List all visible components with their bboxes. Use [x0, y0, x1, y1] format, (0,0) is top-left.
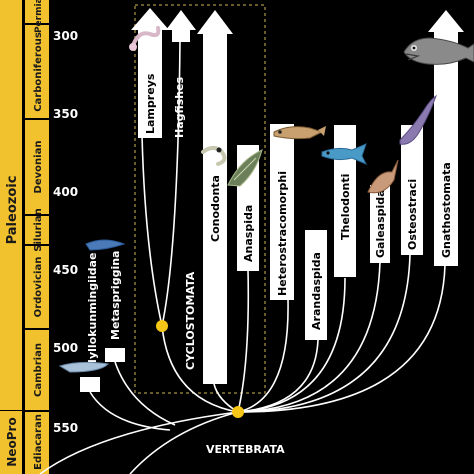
gnathostomata-arrowhead	[428, 10, 464, 32]
branch-heterostracomorphi	[237, 299, 289, 413]
label-osteostraci: Osteostraci	[406, 179, 419, 250]
arandaspida-bar	[305, 230, 327, 340]
period-carboniferous-band	[25, 25, 49, 118]
branch-osteostraci	[237, 254, 411, 413]
branch-lampreys	[141, 134, 163, 327]
galeaspida-bar	[370, 185, 390, 263]
taxon-boxes	[80, 8, 464, 392]
branch-galeaspida	[237, 261, 381, 413]
label-anaspida: Anaspida	[242, 205, 255, 262]
tree-branches	[39, 39, 446, 474]
label-vertebrata: VERTEBRATA	[206, 443, 285, 456]
osteostracan-illustration	[399, 94, 437, 145]
hagfishes-bar	[172, 28, 190, 42]
conodont-illustration	[201, 145, 227, 166]
period-ediacaran-label: Ediacaran	[33, 414, 44, 470]
metaspriggina-box	[105, 348, 125, 362]
lamprey-illustration	[129, 26, 161, 51]
era-paleozoic-band	[0, 0, 22, 410]
label-galeaspida: Galeaspida	[374, 189, 387, 258]
label-myllokunmingiidae: Myllokunmingiidae	[86, 253, 99, 370]
myllokunmingiid-illustration	[58, 361, 110, 373]
tick-500: 500	[53, 341, 78, 355]
era-neopro-label: NeoPro	[5, 417, 19, 466]
hagfishes-arrowhead	[166, 10, 196, 30]
branch-anaspida	[237, 269, 250, 413]
timescale: Paleozoic NeoPro Permian Carboniferous D…	[0, 0, 78, 474]
branch-gnathostomata	[237, 264, 446, 413]
conodonta-arrowhead	[197, 10, 233, 34]
era-neopro-band	[0, 411, 22, 474]
label-thelodonti: Thelodonti	[339, 174, 352, 240]
period-ordovician-label: Ordovician	[33, 257, 44, 318]
gnathostome-illustration	[403, 37, 474, 65]
metaspriggina-illustration	[85, 239, 126, 251]
label-arandaspida: Arandaspida	[310, 252, 323, 330]
period-devonian-label: Devonian	[33, 141, 44, 194]
era-paleozoic-label: Paleozoic	[5, 176, 20, 245]
branch-root	[129, 411, 239, 474]
gnathostomata-bar	[434, 30, 458, 266]
osteostraci-bar	[401, 125, 423, 255]
branch-hagfishes	[161, 39, 181, 327]
tick-300: 300	[53, 29, 78, 43]
label-metaspriggina: Metaspriggina	[109, 251, 122, 340]
period-permian-band	[25, 0, 49, 23]
label-conodonta: Conodonta	[209, 175, 222, 242]
period-cambrian-band	[25, 330, 49, 410]
label-lampreys: Lampreys	[144, 73, 157, 134]
lampreys-bar	[138, 28, 162, 138]
branch-thelodonti	[237, 277, 346, 413]
branch-root-left	[39, 411, 239, 474]
period-ediacaran-band	[25, 412, 49, 474]
taxon-labels: Lampreys Hagfishes Conodonta Anaspida He…	[86, 73, 453, 370]
period-silurian-band	[25, 216, 49, 244]
label-hagfishes: Hagfishes	[173, 77, 186, 138]
illustrations	[58, 26, 474, 373]
period-carboniferous-label: Carboniferous	[33, 32, 44, 112]
thelodont-illustration	[321, 143, 368, 165]
tick-550: 550	[53, 421, 78, 435]
tick-350: 350	[53, 107, 78, 121]
label-cyclostomata: CYCLOSTOMATA	[184, 271, 197, 370]
conodonta-bar	[203, 32, 227, 384]
galeaspid-illustration	[367, 159, 399, 194]
period-ordovician-band	[25, 246, 49, 328]
node-cyclostomata	[156, 320, 168, 332]
tick-450: 450	[53, 263, 78, 277]
period-silurian-label: Silurian	[33, 208, 44, 251]
branch-metaspriggina	[114, 361, 176, 426]
cyclostomata-box	[134, 4, 266, 394]
label-gnathostomata: Gnathostomata	[440, 162, 453, 258]
heterostracan-illustration	[273, 126, 326, 140]
heterostracomorphi-bar	[270, 124, 294, 300]
label-heterostracomorphi: Heterostracomorphi	[276, 171, 289, 296]
tick-400: 400	[53, 185, 78, 199]
period-permian-label: Permian	[34, 0, 44, 33]
branch-myllokunmingiidae	[89, 391, 171, 431]
lampreys-arrowhead	[131, 8, 169, 30]
anaspid-illustration	[227, 149, 263, 187]
node-vertebrata	[232, 406, 244, 418]
thelodonti-bar	[334, 125, 356, 277]
myllokunmingiidae-box	[80, 377, 100, 392]
branch-cyclostomata-stem	[161, 325, 239, 413]
period-cambrian-label: Cambrian	[33, 343, 44, 397]
period-devonian-band	[25, 120, 49, 214]
